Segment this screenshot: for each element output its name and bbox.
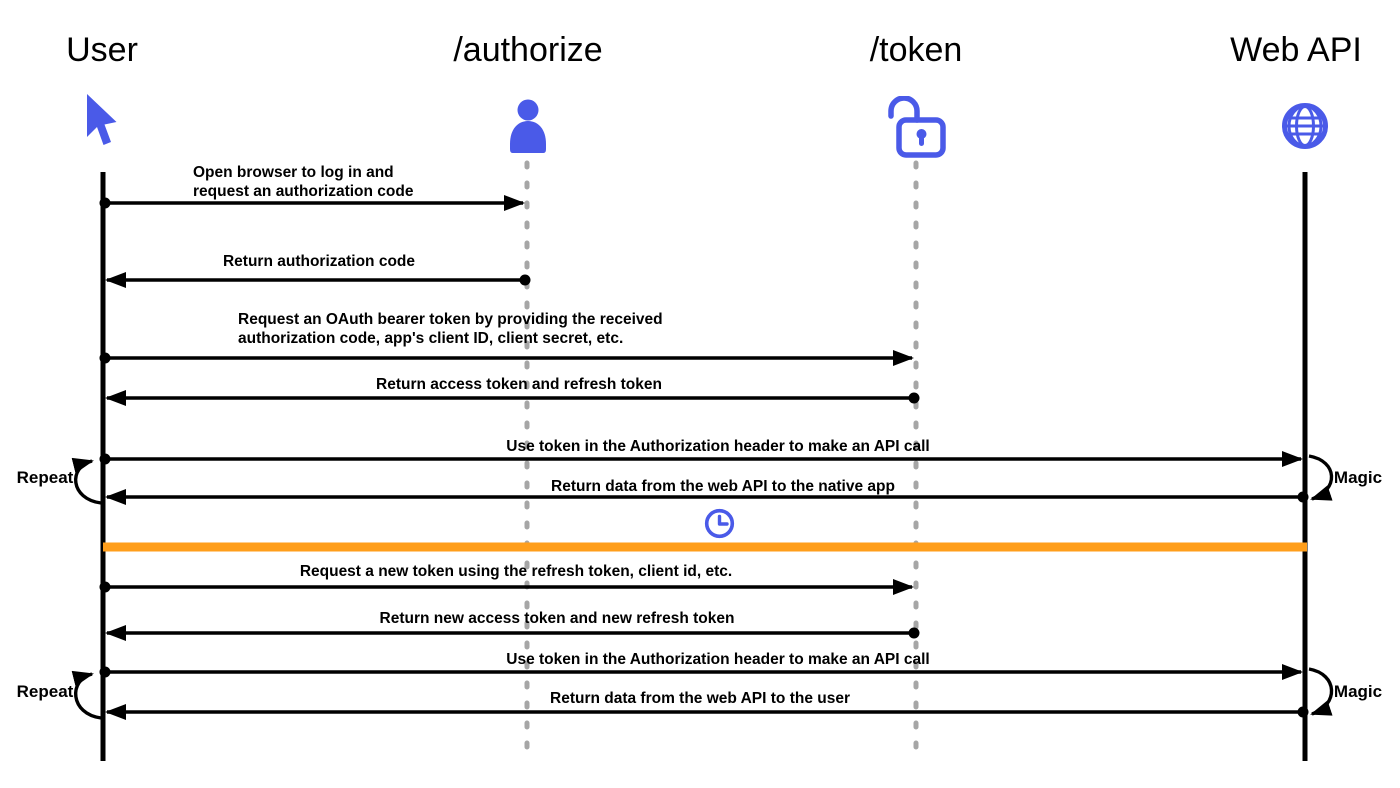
message-label-line: Use token in the Authorization header to… <box>506 651 930 668</box>
message-label-line: authorization code, app's client ID, cli… <box>238 330 624 347</box>
message-origin-dot-5 <box>1297 491 1309 503</box>
message-origin-dot-6 <box>99 581 111 593</box>
message-label-8: Use token in the Authorization header to… <box>506 650 929 669</box>
loop-arrow-2 <box>71 670 102 720</box>
globe-icon <box>1281 102 1329 155</box>
actor-title-webapi: Web API <box>1230 31 1362 69</box>
actor-title-user: User <box>66 31 138 69</box>
loop-label-repeat: Repeat <box>16 468 74 487</box>
message-label-0: Open browser to log in and request an aut… <box>193 163 413 201</box>
message-label-1: Return authorization code <box>223 252 415 271</box>
message-label-line: request an authorization code <box>193 183 414 200</box>
message-label-line: Return access token and refresh token <box>376 376 662 393</box>
message-origin-dot-8 <box>99 666 111 678</box>
loop-label-magic: Magic <box>1333 682 1383 701</box>
message-label-6: Request a new token using the refresh to… <box>300 562 732 581</box>
loop-arrow-0 <box>71 457 102 505</box>
person-icon <box>508 99 548 158</box>
loop-label-magic: Magic <box>1333 468 1383 487</box>
message-label-line: Use token in the Authorization header to… <box>506 438 930 455</box>
message-label-5: Return data from the web API to the nati… <box>551 477 895 496</box>
message-label-line: Return data from the web API to the user <box>550 690 850 707</box>
clock-icon <box>704 508 735 544</box>
message-label-line: Return new access token and new refresh … <box>379 610 735 627</box>
message-origin-dot-0 <box>99 197 111 209</box>
message-label-line: Return data from the web API to the nati… <box>551 478 895 495</box>
message-origin-dot-7 <box>908 627 920 639</box>
message-label-7: Return new access token and new refresh … <box>380 609 735 628</box>
message-label-2: Request an OAuth bearer token by providi… <box>238 310 663 348</box>
loop-arrow-1 <box>1308 454 1334 501</box>
message-label-line: Return authorization code <box>222 253 416 270</box>
lock-open-icon <box>883 95 947 163</box>
message-label-3: Return access token and refresh token <box>376 375 662 394</box>
message-label-4: Use token in the Authorization header to… <box>506 437 929 456</box>
message-origin-dot-9 <box>1297 706 1309 718</box>
loop-arrow-3 <box>1308 667 1334 716</box>
message-label-line: Request a new token using the refresh to… <box>299 563 733 580</box>
message-origin-dot-4 <box>99 453 111 465</box>
message-label-line: Request an OAuth bearer token by providi… <box>238 311 663 328</box>
actor-title-authorize: /authorize <box>453 31 603 69</box>
actor-title-token: /token <box>869 31 963 69</box>
loop-label-repeat: Repeat <box>16 682 74 701</box>
message-origin-dot-1 <box>519 274 531 286</box>
message-origin-dot-2 <box>99 352 111 364</box>
cursor-icon <box>84 92 120 157</box>
message-label-9: Return data from the web API to the user <box>550 689 850 708</box>
message-origin-dot-3 <box>908 392 920 404</box>
message-label-line: Open browser to log in and <box>193 164 394 181</box>
